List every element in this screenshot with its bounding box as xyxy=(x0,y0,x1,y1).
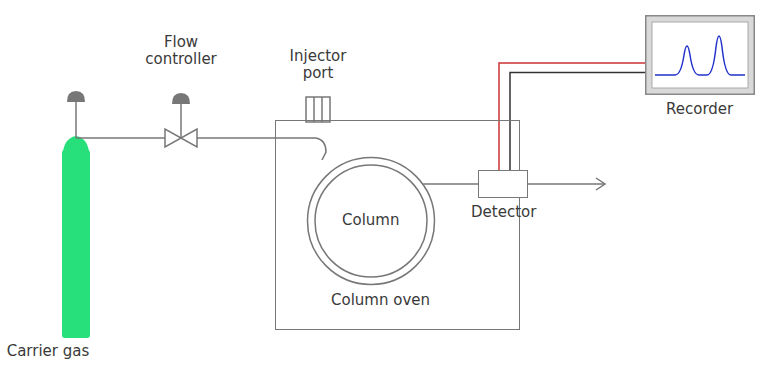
gas-cylinder xyxy=(62,150,90,338)
column-coil-outer xyxy=(308,158,435,285)
signal-wire xyxy=(499,63,645,170)
exhaust-arrowhead xyxy=(596,178,605,190)
recorder-paper xyxy=(652,22,748,88)
valve-knob xyxy=(172,93,190,104)
oven-box: Column oven Column xyxy=(275,120,520,330)
cylinder-knob xyxy=(67,91,85,102)
injector-port xyxy=(306,97,330,122)
cylinder-stem xyxy=(75,100,77,138)
part-label: Injector port xyxy=(278,48,358,83)
detector-box: Detector xyxy=(478,170,528,198)
node-label: Recorder xyxy=(666,101,733,118)
recorder-box: Recorder xyxy=(645,15,755,95)
cylinder-top xyxy=(62,136,90,162)
signal-wire xyxy=(510,73,645,170)
exhaust-line xyxy=(528,183,604,185)
node-label: Column xyxy=(342,212,399,229)
gas-pipe xyxy=(197,137,305,139)
node-label: Column oven xyxy=(331,292,430,309)
injector-septum xyxy=(313,97,315,122)
valve-stem xyxy=(180,102,182,138)
injector-septum xyxy=(321,97,323,122)
chromatogram-peaks xyxy=(655,36,745,75)
connector-line xyxy=(423,183,478,185)
node-label: Detector xyxy=(471,204,536,221)
column-coil-inner xyxy=(315,165,427,277)
part-label: Flow controller xyxy=(135,34,227,69)
gas-pipe xyxy=(76,137,165,139)
connector xyxy=(499,63,645,170)
gas-pipe xyxy=(305,138,326,160)
column-coil: Column xyxy=(306,156,436,286)
recorder-screen xyxy=(645,15,755,95)
recorder-frame xyxy=(646,16,755,95)
connector xyxy=(423,184,478,185)
part-label: Carrier gas xyxy=(2,343,94,360)
